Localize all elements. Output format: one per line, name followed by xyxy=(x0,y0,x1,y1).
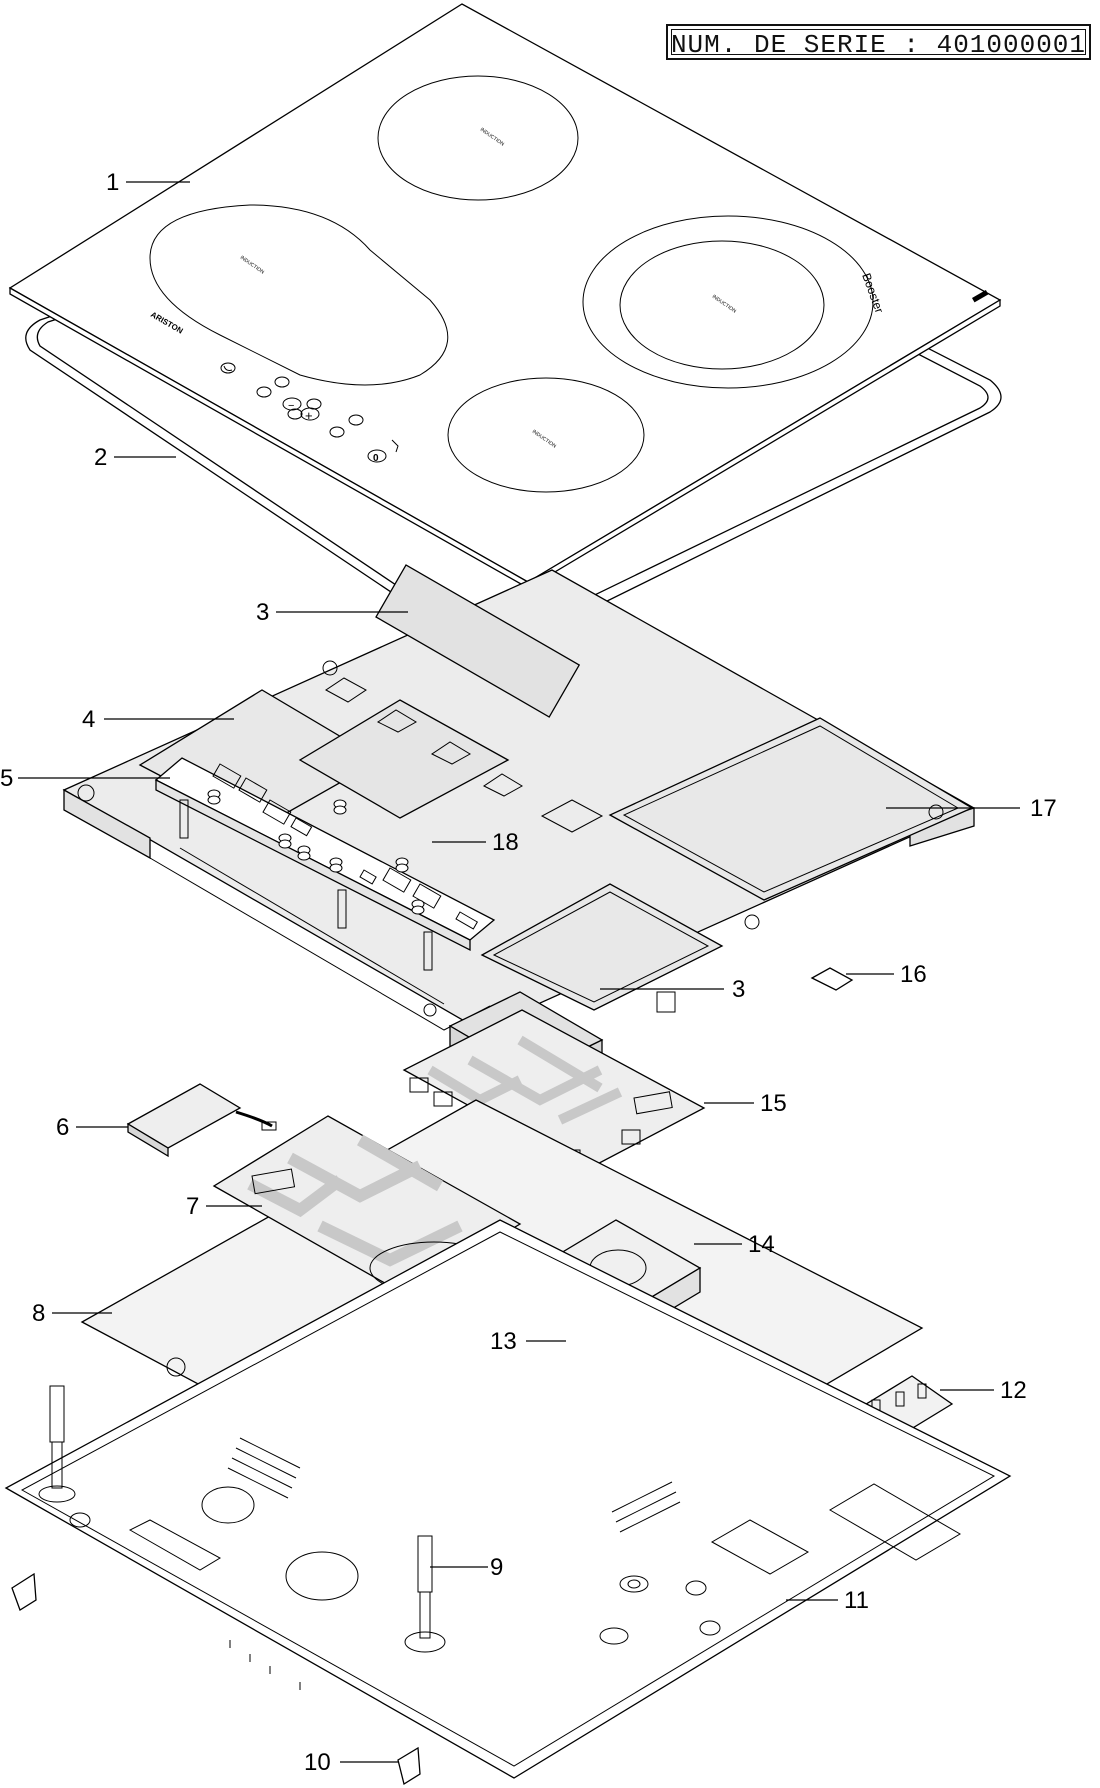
callout-13: 13 xyxy=(490,1328,517,1355)
leader-lines xyxy=(18,181,1020,1763)
bottom-pan xyxy=(4,1219,1012,1779)
callout-15: 15 xyxy=(760,1090,787,1117)
callout-11: 11 xyxy=(844,1587,869,1614)
mounting-bracket xyxy=(11,1572,421,1786)
rating-mark xyxy=(972,290,989,303)
callout-10: 10 xyxy=(304,1749,331,1776)
control-board xyxy=(154,757,496,971)
callout-labels: 1 2 3 4 5 17 18 3 16 15 6 7 14 8 13 12 9… xyxy=(0,169,1057,1776)
callout-14: 14 xyxy=(748,1231,775,1258)
glass-cooktop: INDUCTION INDUCTION INDUCTION INDUCTION … xyxy=(8,3,1002,590)
callout-17: 17 xyxy=(1030,795,1057,822)
serial-number-box: NUM. DE SERIE : 401000001 xyxy=(666,24,1091,60)
callout-12: 12 xyxy=(1000,1377,1027,1404)
callout-9: 9 xyxy=(490,1554,503,1581)
main-board xyxy=(212,1115,522,1295)
callout-18: 18 xyxy=(492,829,519,856)
callout-7: 7 xyxy=(186,1193,199,1220)
spring-foot-left xyxy=(38,1385,76,1503)
callout-3-upper: 3 xyxy=(256,599,269,626)
spring-foot-front xyxy=(404,1535,446,1653)
plus-key: + xyxy=(305,408,313,423)
touch-controls: − + 0 xyxy=(220,362,399,464)
callout-1: 1 xyxy=(106,169,119,196)
clip-part xyxy=(810,967,854,991)
callout-2: 2 xyxy=(94,444,107,471)
power-key: 0 xyxy=(373,453,379,464)
callout-4: 4 xyxy=(82,706,95,733)
callout-16: 16 xyxy=(900,961,927,988)
callout-5: 5 xyxy=(0,765,13,792)
callout-3-lower: 3 xyxy=(732,976,745,1003)
minus-key: − xyxy=(288,400,294,412)
callout-6: 6 xyxy=(56,1114,69,1141)
small-board xyxy=(126,1083,277,1158)
callout-8: 8 xyxy=(32,1300,45,1327)
